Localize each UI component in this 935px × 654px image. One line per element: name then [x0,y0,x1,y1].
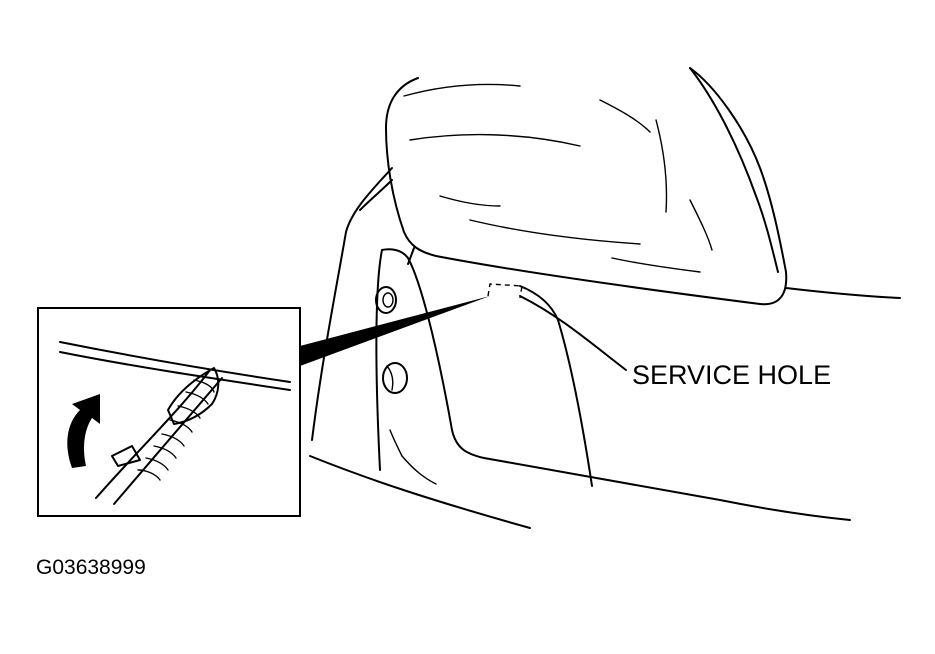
service-hole-leader [519,295,627,371]
service-hole-outline [487,283,523,299]
callout-wedge [300,296,490,366]
clip-upper [375,286,397,314]
figure-id: G03638999 [36,556,146,579]
detail-inset [37,307,301,517]
service-hole-label: SERVICE HOLE [632,360,831,390]
lift-direction-arrow-icon [67,394,100,468]
clip-lower [382,362,408,394]
side-panel [309,167,851,529]
seat-cushion [385,67,788,306]
floor-edge [785,287,901,299]
